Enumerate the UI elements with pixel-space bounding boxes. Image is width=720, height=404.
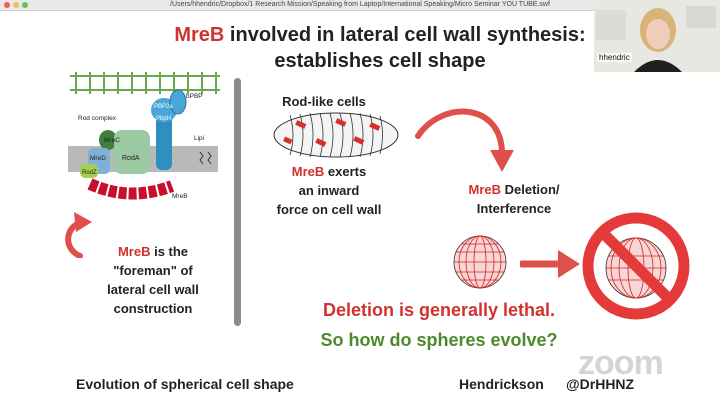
- close-button[interactable]: [4, 2, 10, 8]
- webcam-person: [594, 0, 720, 72]
- curved-arrow-icon: [65, 212, 92, 258]
- title-highlight: MreB: [174, 24, 225, 46]
- label-rod-complex: Rod complex: [78, 115, 117, 122]
- exerts-line3: force on cell wall: [276, 202, 382, 217]
- deletion-caption: MreB Deletion/ Interference: [444, 180, 584, 218]
- label-rodz: RodZ: [82, 170, 97, 176]
- roda-protein: [114, 130, 150, 174]
- sphere-cell-illustration: [453, 235, 507, 289]
- title-rest: involved in lateral cell wall synthesis:: [224, 24, 586, 46]
- label-mreb: MreB: [172, 193, 188, 200]
- rod-complex-diagram: Rod complex MreC MreD RodA RodZ PBP2a Pb…: [68, 72, 220, 200]
- caption-line2: "foreman" of: [113, 263, 193, 278]
- webcam-video-tile[interactable]: hhendric: [594, 0, 720, 72]
- vertical-divider: [234, 78, 241, 326]
- label-mred: MreD: [90, 155, 106, 162]
- participant-name: hhendric: [597, 53, 632, 62]
- label-pbph: PbpH: [156, 116, 171, 122]
- deletion-line2: Interference: [476, 201, 552, 216]
- label-roda: RodA: [122, 155, 140, 162]
- exerts-mreb: MreB: [291, 164, 325, 179]
- caption-line1: is the: [150, 244, 189, 259]
- peptidoglycan-lattice: [70, 72, 220, 94]
- caption-line3: lateral cell wall: [107, 282, 199, 297]
- caption-line4: construction: [113, 301, 193, 316]
- exerts-line1: exerts: [324, 164, 367, 179]
- mreb-foreman-caption: MreB is the "foreman" of lateral cell wa…: [88, 242, 218, 318]
- label-lipid: Lipi: [194, 135, 204, 142]
- curved-arrow-down-icon: [415, 108, 514, 172]
- window-path: /Users/hhendric/Dropbox/1 Research Missi…: [170, 1, 550, 8]
- rod-like-label: Rod-like cells: [282, 94, 366, 109]
- prohibited-sphere-icon: [582, 212, 690, 320]
- footer-handle: @DrHHNZ: [566, 376, 635, 392]
- arrow-right-icon: [520, 250, 580, 278]
- spheres-question-text: So how do spheres evolve?: [320, 330, 558, 350]
- deletion-lethal-text: Deletion is generally lethal.: [322, 300, 556, 320]
- minimize-button[interactable]: [13, 2, 19, 8]
- label-bpbp: bPBP: [186, 93, 203, 100]
- label-mrec: MreC: [104, 137, 120, 144]
- pbph-protein: [156, 112, 172, 170]
- rodz-protein: [80, 164, 98, 178]
- deletion-mreb: MreB: [468, 182, 501, 197]
- title-line2: establishes cell shape: [274, 50, 486, 72]
- label-pbp2a: PBP2a: [154, 104, 173, 110]
- footer-author: Hendrickson: [459, 376, 544, 392]
- zoom-watermark: zoom: [578, 344, 664, 382]
- mreb-filament: [87, 178, 175, 200]
- mreb-exerts-caption: MreB exerts an inward force on cell wall: [262, 162, 396, 219]
- deletion-line1: Deletion/: [501, 182, 560, 197]
- rod-cell-illustration: [273, 112, 399, 158]
- slide-title: MreB involved in lateral cell wall synth…: [150, 22, 610, 74]
- exerts-line2: an inward: [298, 183, 360, 198]
- maximize-button[interactable]: [22, 2, 28, 8]
- window-titlebar: /Users/hhendric/Dropbox/1 Research Missi…: [0, 0, 720, 11]
- footer-title: Evolution of spherical cell shape: [76, 376, 294, 392]
- caption-mreb: MreB: [117, 244, 151, 259]
